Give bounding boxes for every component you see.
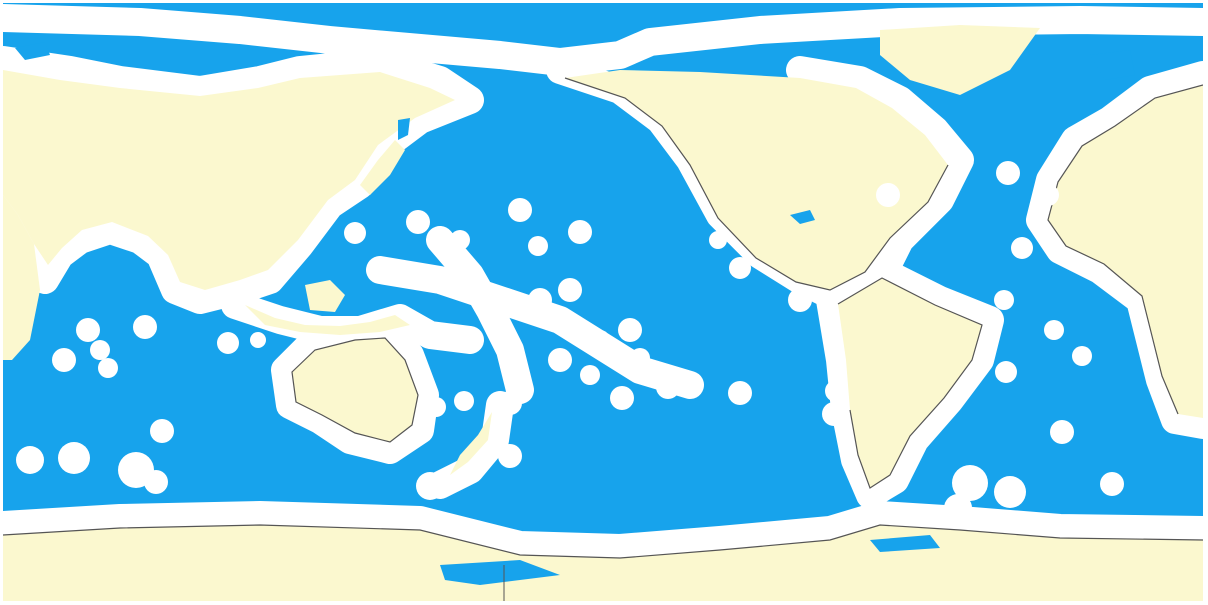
- europe-africa-landmass: [1048, 85, 1203, 418]
- arabia-africa-west-landmass: [3, 195, 40, 360]
- island-buffer-circle: [76, 318, 100, 342]
- island-buffer-circle: [822, 402, 846, 426]
- island-buffer-circle: [709, 231, 727, 249]
- antarctica-buffer: [3, 501, 1203, 562]
- island-buffer-circle: [610, 386, 634, 410]
- island-buffer-circle: [680, 377, 700, 397]
- island-buffer-circle: [1011, 237, 1033, 259]
- greenland-landmass: [880, 25, 1040, 95]
- island-buffer-circle: [656, 375, 680, 399]
- island-buffer-circle: [58, 442, 90, 474]
- south-america-landmass: [838, 278, 982, 488]
- new-zealand-landmass: [450, 412, 492, 475]
- arctic-inlet: [1090, 50, 1135, 80]
- island-buffer-circle: [558, 278, 582, 302]
- island-buffer-circle: [528, 236, 548, 256]
- island-buffer-circle: [406, 210, 430, 234]
- island-buffer-circle: [52, 348, 76, 372]
- pacific-islands-buffer-2: [426, 226, 534, 404]
- japan-landmass: [360, 140, 405, 195]
- australia-buffer: [271, 316, 439, 464]
- island-buffer-circle: [994, 290, 1014, 310]
- island-buffer-circle: [568, 220, 592, 244]
- island-buffer-circle: [548, 348, 572, 372]
- island-buffer-circle: [944, 494, 972, 522]
- island-buffer-circle: [952, 465, 988, 501]
- island-buffer-circle: [250, 332, 266, 348]
- island-buffer-circle: [144, 470, 168, 494]
- borneo-landmass: [305, 280, 345, 312]
- island-buffer-circle: [98, 358, 118, 378]
- island-buffer-circle: [16, 446, 44, 474]
- island-buffer-circle: [528, 288, 552, 312]
- island-buffer-circle: [133, 315, 157, 339]
- island-buffer-circle: [498, 391, 522, 415]
- asia-buffer: [3, 46, 484, 314]
- black-sea-style: [15, 42, 50, 60]
- island-buffer-circle: [150, 419, 174, 443]
- sea-of-japan: [398, 118, 410, 140]
- inland-water: [15, 42, 1135, 585]
- indonesia-landmass: [245, 305, 410, 335]
- island-buffer-circle: [416, 472, 444, 500]
- island-buffer-circle: [729, 257, 751, 279]
- africa-europe-buffer: [1026, 61, 1203, 439]
- asia-landmass: [3, 70, 455, 290]
- ross-sea: [870, 535, 940, 552]
- land-masses: [3, 25, 1203, 601]
- weddell-sea: [440, 560, 560, 585]
- coastline: [3, 77, 1203, 559]
- island-buffer-circle: [618, 318, 642, 342]
- island-buffer-circle: [788, 288, 812, 312]
- island-buffer-circle: [994, 476, 1026, 508]
- island-buffer-circle: [498, 444, 522, 468]
- australia-landmass: [292, 338, 418, 442]
- island-buffer-circle: [1072, 346, 1092, 366]
- island-buffer-circle: [1037, 184, 1059, 206]
- island-buffer-circle: [996, 161, 1020, 185]
- island-buffer-circle: [217, 332, 239, 354]
- island-buffer-circle: [995, 361, 1017, 383]
- island-buffer-circle: [1100, 472, 1124, 496]
- island-buffer-circle: [90, 340, 110, 360]
- island-buffer-circle: [508, 198, 532, 222]
- island-buffer-circles: [16, 161, 1124, 522]
- island-buffer-circle: [580, 365, 600, 385]
- island-buffer-circle: [590, 330, 610, 350]
- island-buffer-circle: [825, 380, 847, 402]
- island-buffer-circle: [728, 381, 752, 405]
- island-buffer-circle: [450, 230, 470, 250]
- island-buffer-circle: [1050, 420, 1074, 444]
- island-buffer-circle: [630, 348, 650, 368]
- island-buffer-circle: [344, 222, 366, 244]
- island-buffer-circle: [876, 183, 900, 207]
- new-zealand-buffer: [426, 391, 514, 499]
- hudson-bay: [790, 210, 815, 224]
- island-buffer-circle: [426, 397, 446, 417]
- pacific-islands-buffer: [366, 256, 704, 399]
- island-buffer-circle: [454, 391, 474, 411]
- island-buffer-circle: [1044, 320, 1064, 340]
